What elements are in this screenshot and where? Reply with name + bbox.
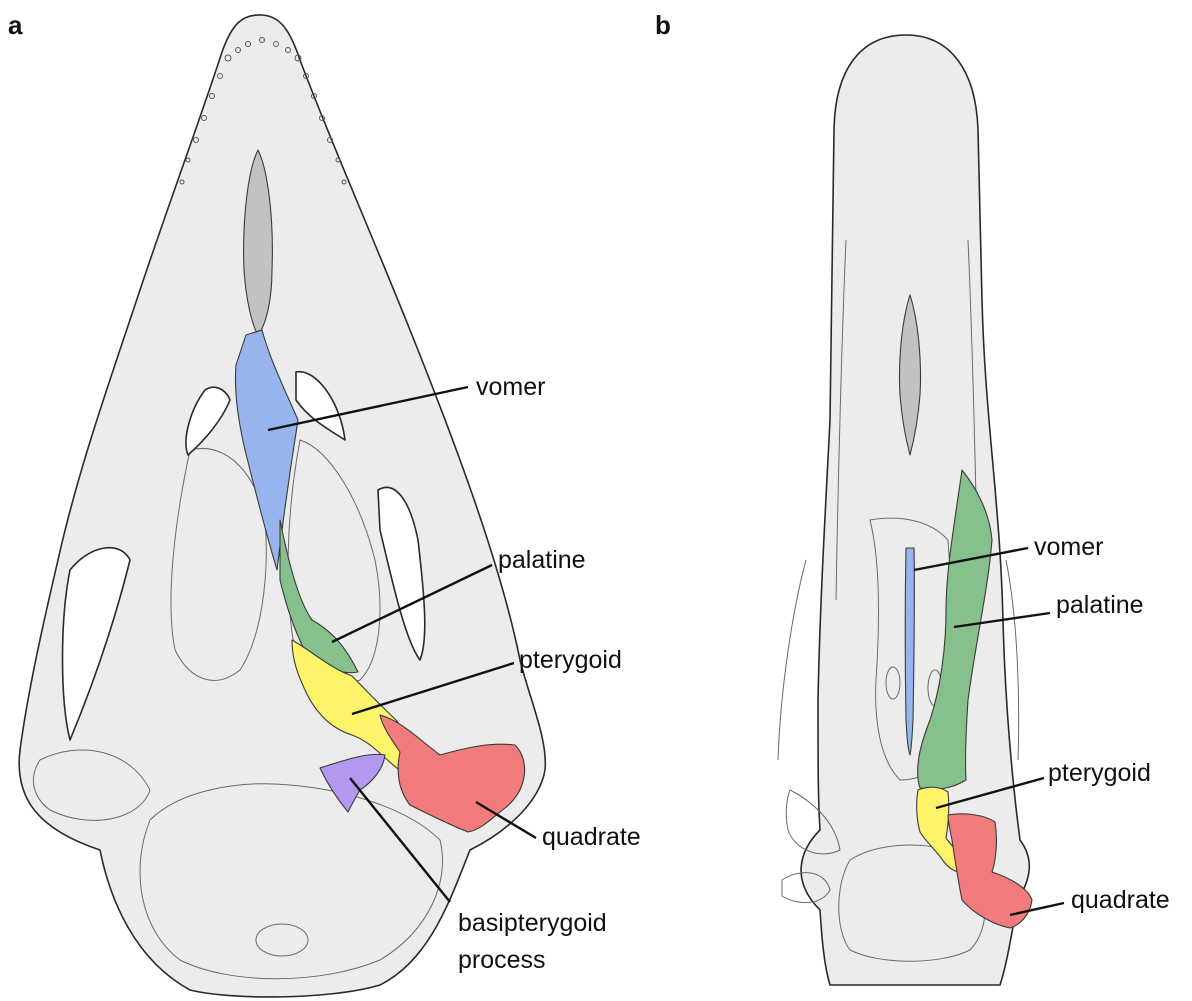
panel-a-basipterygoid-label-line1: basipterygoid xyxy=(458,909,607,937)
panel-a-letter: a xyxy=(8,10,23,40)
panel-a: a xyxy=(8,10,641,997)
panel-b-quadrate-label: quadrate xyxy=(1071,886,1170,914)
panel-a-basipterygoid-label-line2: process xyxy=(458,946,546,974)
panel-b: b xyxy=(655,10,1170,985)
panel-b-vomer xyxy=(905,548,914,755)
panel-b-arch-left xyxy=(778,560,806,760)
panel-a-skull xyxy=(19,15,545,997)
panel-b-letter: b xyxy=(655,10,671,40)
panel-a-quadrate-label: quadrate xyxy=(542,823,641,851)
panel-a-vomer-label: vomer xyxy=(476,373,545,401)
panel-a-palatine-label: palatine xyxy=(498,546,586,574)
panel-a-pterygoid-label: pterygoid xyxy=(519,646,622,674)
panel-b-palatine-label: palatine xyxy=(1056,591,1144,619)
panel-b-vomer-label: vomer xyxy=(1034,533,1103,561)
panel-b-pterygoid-label: pterygoid xyxy=(1048,759,1151,787)
panel-b-skull xyxy=(778,35,1032,985)
